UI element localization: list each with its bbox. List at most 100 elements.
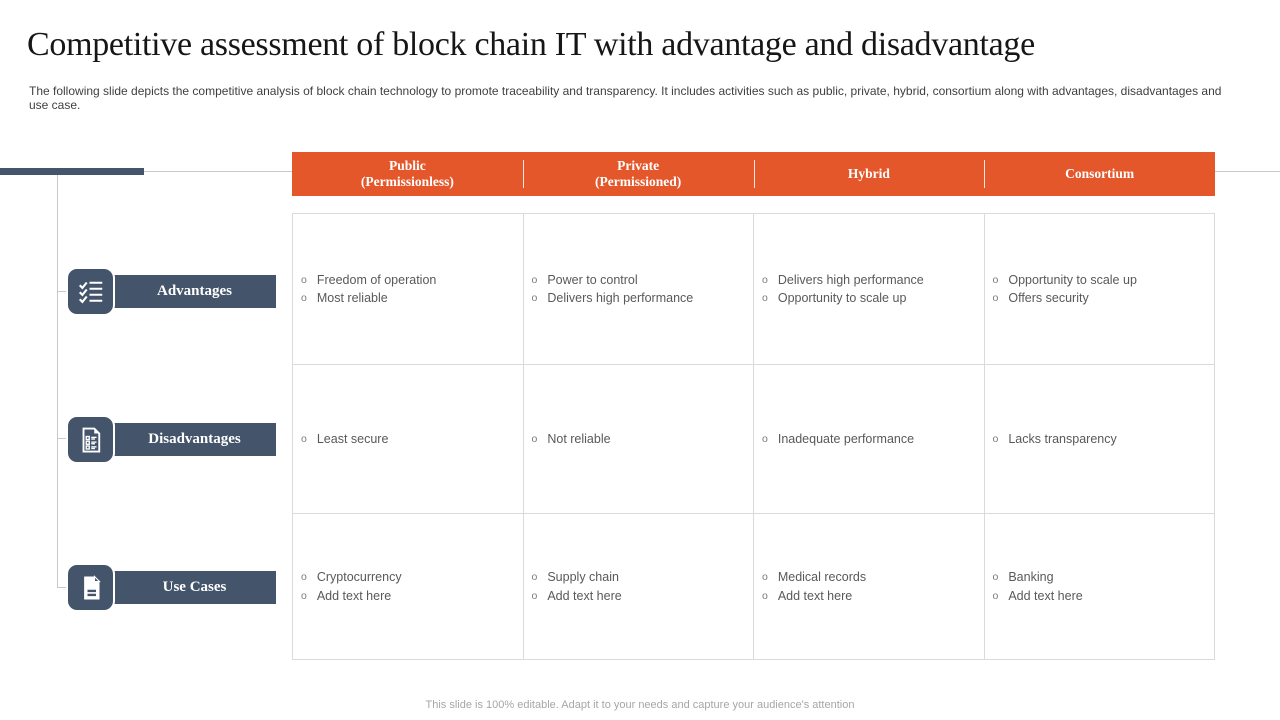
list-item-text: Delivers high performance: [777, 272, 924, 287]
list-item-text: Not reliable: [547, 431, 611, 446]
list-item: o Lacks transparency: [993, 430, 1209, 449]
bullet-glyph: o: [992, 589, 999, 602]
list-item: o Not reliable: [532, 430, 748, 449]
bullet-glyph: o: [531, 432, 538, 445]
placeholder-text[interactable]: Add text here: [547, 588, 622, 603]
bullet-glyph: o: [531, 292, 538, 304]
bullet-glyph: o: [762, 432, 768, 445]
connector-stub: [57, 291, 67, 292]
table-cell-disadvantages-hybrid: o Inadequate performance: [754, 365, 984, 513]
bullet-glyph: o: [992, 432, 999, 445]
list-item-text: Opportunity to scale up: [777, 291, 907, 305]
column-header-private: Private (Permissioned): [522, 152, 754, 196]
bullet-glyph: o: [531, 589, 538, 602]
table-header-row: Public (Permissionless) Private (Permiss…: [292, 152, 1215, 196]
bullet-glyph: o: [301, 273, 307, 286]
list-item-text: Least secure: [316, 431, 389, 446]
table-cell-disadvantages-consortium: o Lacks transparency: [984, 365, 1214, 513]
bullet-glyph: o: [762, 589, 768, 602]
bullet-glyph: o: [762, 292, 768, 304]
column-header-public: Public (Permissionless): [292, 152, 523, 196]
list-item: o Most reliable: [301, 289, 517, 308]
table-cell-disadvantages-private: o Not reliable: [523, 365, 753, 513]
list-item-text: Power to control: [547, 272, 638, 287]
list-item-text: Supply chain: [547, 570, 619, 584]
accent-bar: [0, 168, 144, 175]
list-item: o Cryptocurrency: [301, 568, 517, 587]
list-item: o Power to control: [532, 271, 748, 290]
list-item: o Opportunity to scale up: [993, 271, 1209, 290]
list-item: o Supply chain: [532, 568, 748, 587]
column-header-label: Public: [388, 158, 426, 173]
list-item[interactable]: o Add text here: [762, 587, 978, 606]
bullet-glyph: o: [301, 432, 307, 445]
row-label-text: Use Cases: [162, 579, 227, 595]
list-item: o Delivers high performance: [532, 289, 748, 308]
table-cell-disadvantages-public: o Least secure: [293, 365, 523, 513]
bullet-glyph: o: [531, 273, 538, 286]
list-item: o Offers security: [993, 289, 1209, 308]
bullet-glyph: o: [992, 571, 999, 583]
form-checkboxes-icon: [66, 415, 115, 464]
bullet-glyph: o: [762, 273, 768, 286]
bullet-glyph: o: [531, 571, 538, 583]
row-label-text: Advantages: [156, 283, 232, 299]
connector-line-vertical: [57, 172, 58, 588]
connector-stub: [57, 438, 67, 439]
checklist-icon: [66, 267, 115, 316]
bullet-glyph: o: [992, 292, 999, 304]
list-item-text: Delivers high performance: [547, 291, 694, 305]
placeholder-text[interactable]: Add text here: [316, 588, 392, 603]
list-item-text: Cryptocurrency: [316, 570, 402, 584]
list-item-text: Offers security: [1008, 291, 1089, 305]
page-subtitle: The following slide depicts the competit…: [29, 84, 1222, 112]
list-item[interactable]: o Add text here: [532, 587, 748, 606]
bullet-glyph: o: [301, 571, 307, 583]
bullet-glyph: o: [301, 292, 307, 304]
list-item: o Opportunity to scale up: [762, 289, 978, 308]
list-item-text: Opportunity to scale up: [1008, 272, 1137, 287]
column-header-label: Consortium: [1065, 166, 1135, 181]
list-item: o Freedom of operation: [301, 271, 517, 290]
row-label-advantages: Advantages: [113, 275, 276, 308]
list-item-text: Banking: [1008, 570, 1054, 584]
list-item: o Least secure: [301, 430, 517, 449]
placeholder-text[interactable]: Add text here: [777, 588, 853, 603]
bullet-glyph: o: [992, 273, 999, 286]
list-item: o Delivers high performance: [762, 271, 978, 290]
list-item-text: Freedom of operation: [316, 272, 437, 287]
list-item-text: Inadequate performance: [777, 431, 915, 446]
bullet-glyph: o: [301, 589, 307, 602]
row-label-usecases: Use Cases: [113, 571, 276, 604]
column-header-label: Private: [617, 158, 660, 173]
column-header-consortium: Consortium: [984, 152, 1215, 196]
list-item-text: Medical records: [777, 570, 867, 584]
document-icon: [66, 563, 115, 612]
list-item-text: Most reliable: [316, 291, 388, 305]
column-header-hybrid: Hybrid: [753, 152, 985, 196]
row-label-disadvantages: Disadvantages: [113, 423, 276, 456]
list-item: o Inadequate performance: [762, 430, 978, 449]
page-title: Competitive assessment of block chain IT…: [27, 26, 1035, 63]
column-header-sublabel: (Permissionless): [360, 174, 454, 189]
bullet-glyph: o: [762, 571, 768, 583]
connector-stub: [57, 587, 67, 588]
list-item[interactable]: o Add text here: [301, 587, 517, 606]
placeholder-text[interactable]: Add text here: [1008, 588, 1083, 603]
footer-note: This slide is 100% editable. Adapt it to…: [425, 699, 855, 711]
list-item[interactable]: o Add text here: [993, 587, 1209, 606]
column-header-sublabel: (Permissioned): [595, 174, 682, 189]
list-item-text: Lacks transparency: [1008, 431, 1117, 446]
column-header-label: Hybrid: [847, 166, 890, 181]
row-label-text: Disadvantages: [148, 431, 241, 447]
